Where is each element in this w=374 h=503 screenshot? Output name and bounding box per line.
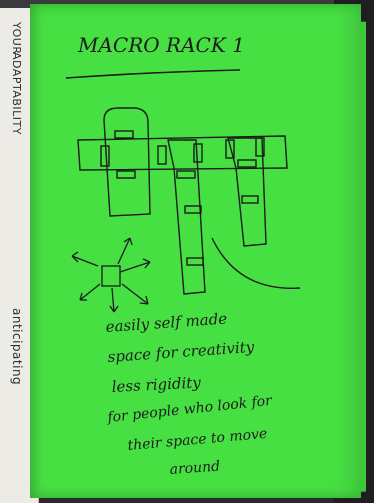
note-line-4: for people who look for	[106, 393, 274, 426]
note-title: MACRO RACK 1	[77, 33, 245, 57]
note-line-6: around	[169, 459, 220, 478]
movement-arrows-sketch	[72, 238, 150, 312]
handwritten-notes: easily self made space for creativity le…	[105, 310, 274, 478]
note-line-1: easily self made	[105, 310, 228, 336]
title-underline	[66, 70, 240, 78]
note-line-3: less rigidity	[111, 373, 201, 396]
note-line-2: space for creativity	[107, 338, 255, 366]
note-line-5: their space to move	[127, 426, 268, 454]
